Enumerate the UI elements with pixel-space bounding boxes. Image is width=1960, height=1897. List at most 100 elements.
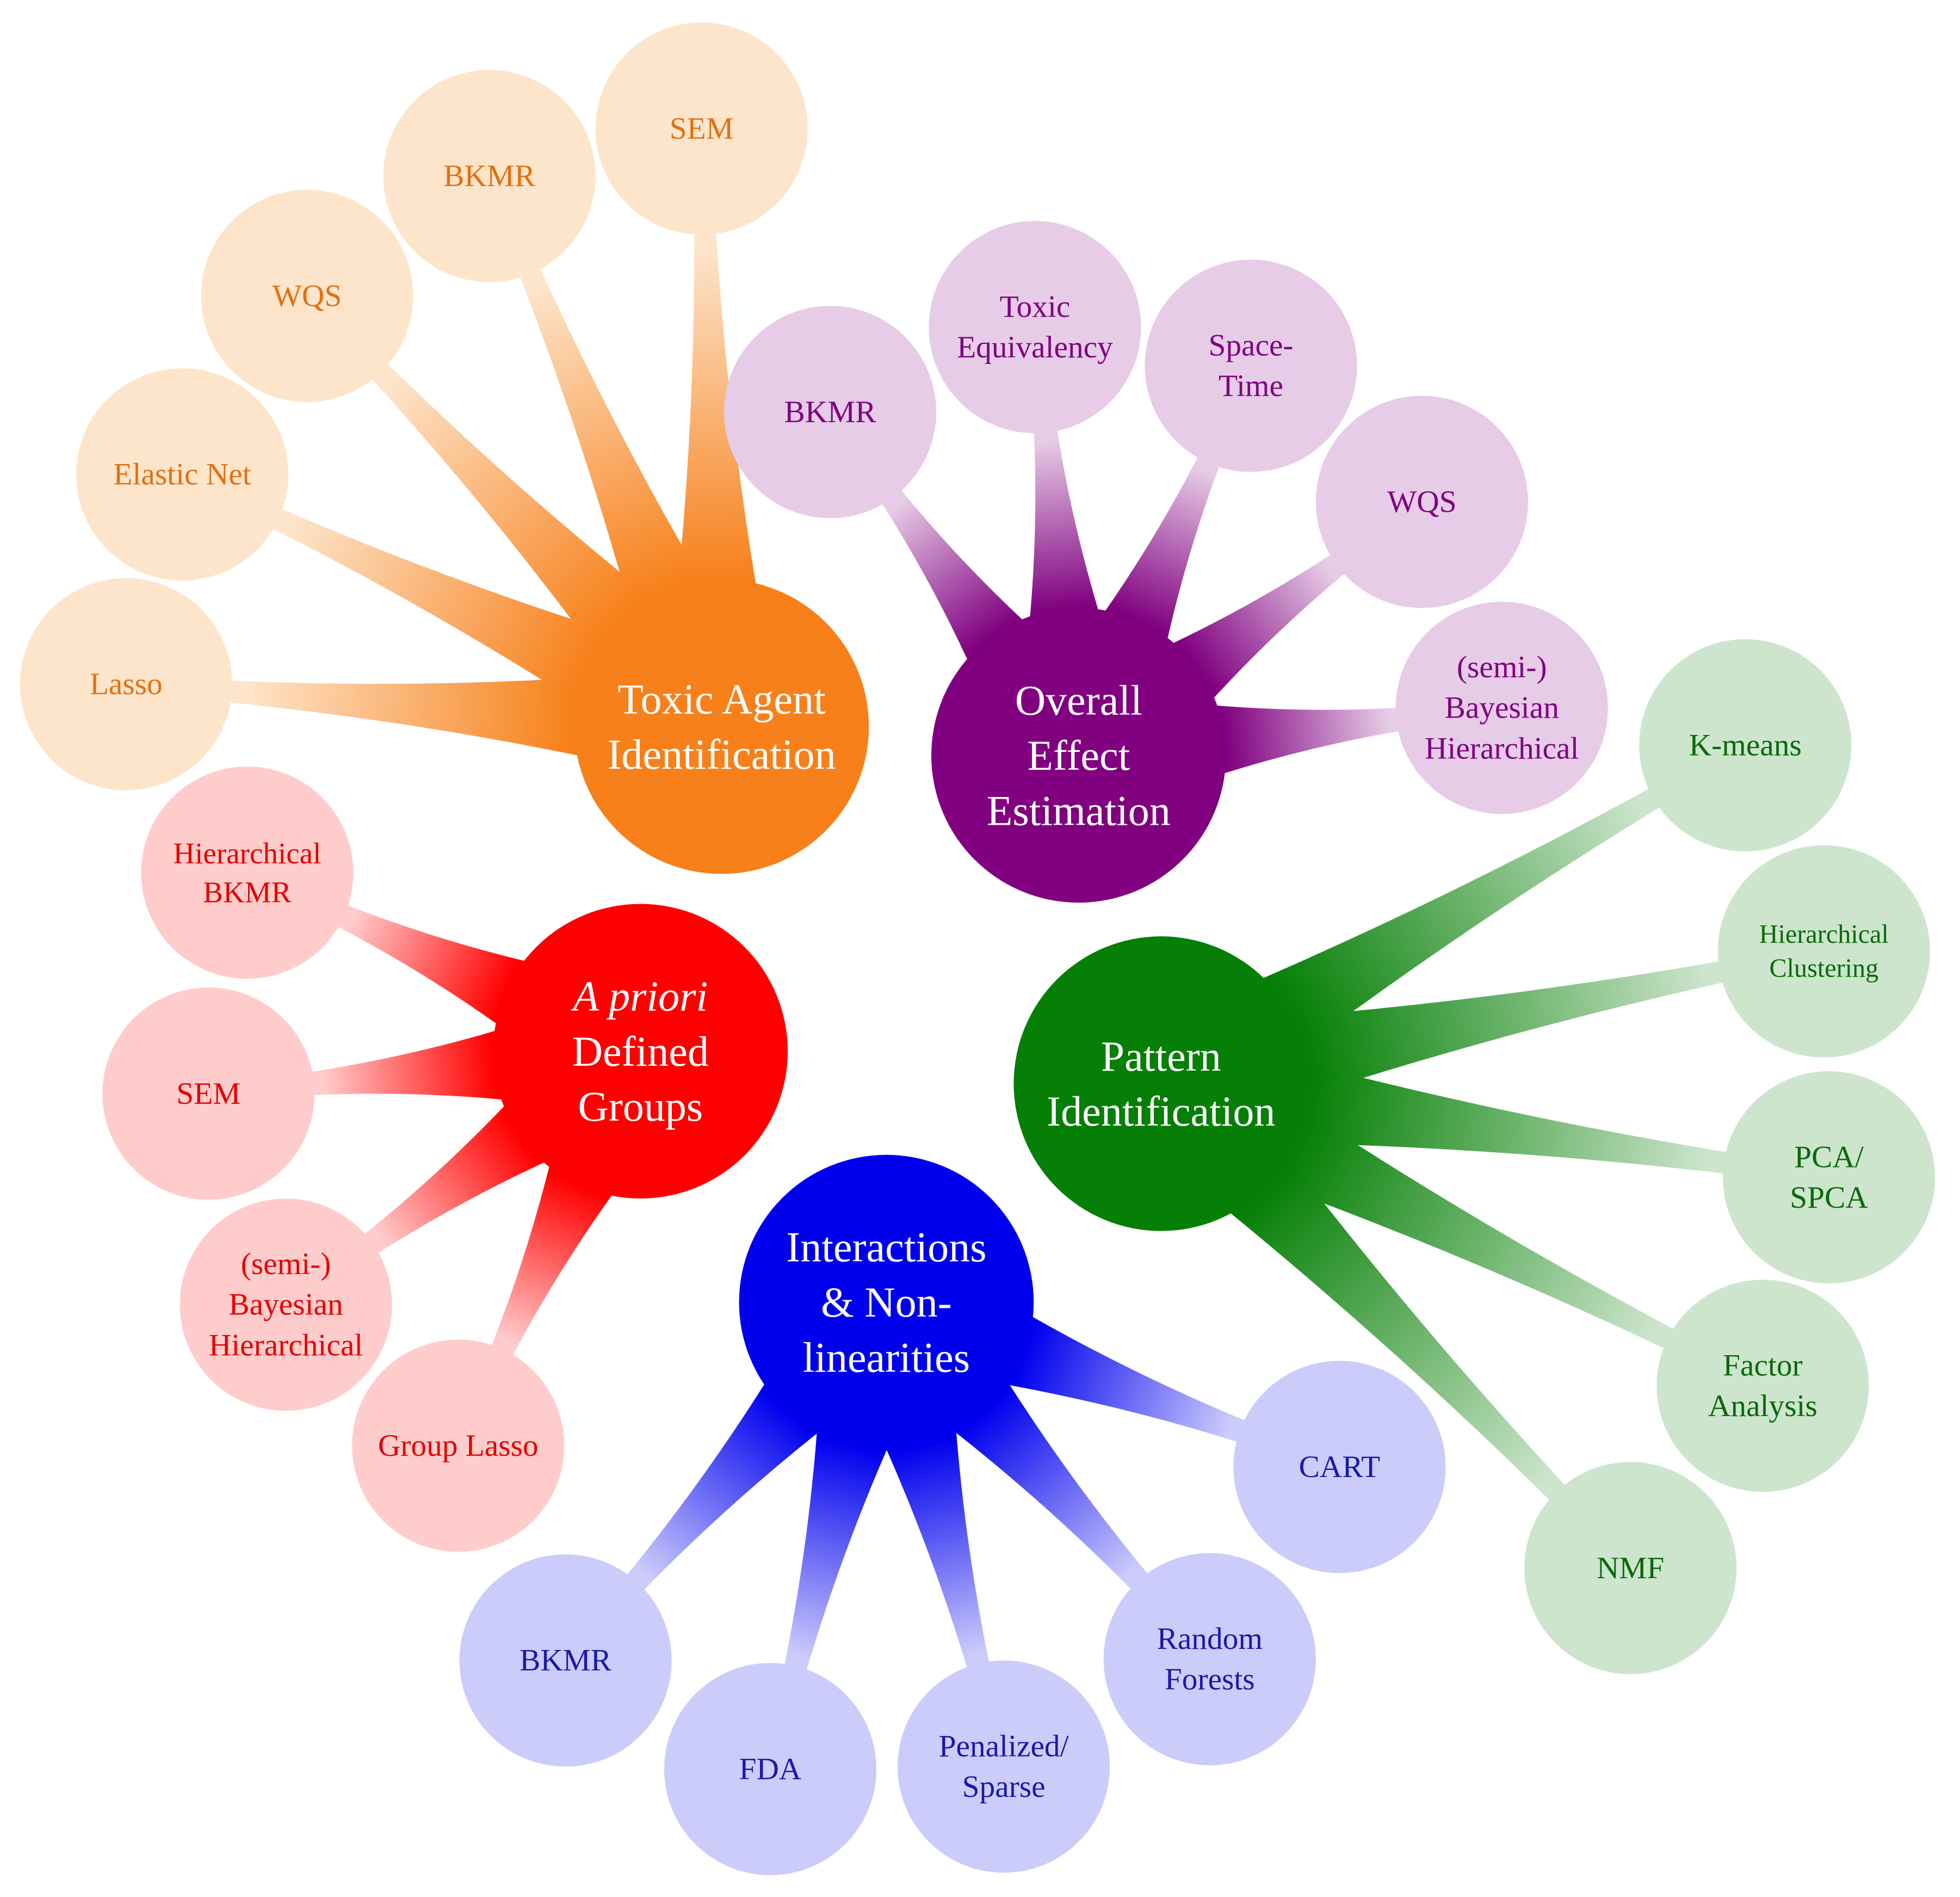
child-node-interactions-3[interactable]: FDA [664,1663,877,1875]
main-node-label: Groups [578,1083,703,1130]
child-node-label: Hierarchical [1759,920,1889,949]
child-node-label: BKMR [203,875,291,909]
child-node-toxic-1[interactable]: Elastic Net [76,368,289,581]
child-node-interactions-4[interactable]: BKMR [459,1554,672,1767]
connector-pattern-3 [1212,1077,1711,1367]
child-node-label: Toxic [1000,289,1071,324]
connectors-layer [189,191,1767,1710]
main-node-label: Interactions [786,1224,986,1271]
connector-toxic-0 [189,673,645,769]
child-node-interactions-2[interactable]: Penalized/Sparse [898,1660,1110,1873]
child-node-circle [20,578,232,790]
child-node-label: Hierarchical [173,837,321,870]
child-node-label: BKMR [784,395,877,429]
connector-pattern-0 [1207,768,1696,1084]
child-node-pattern-2[interactable]: PCA/SPCA [1722,1071,1936,1284]
child-node-label: Bayesian [228,1288,343,1322]
connector-overall-1 [1023,389,1118,680]
main-node-label: & Non- [821,1278,952,1326]
main-node-label: Estimation [987,787,1171,834]
child-node-label: Random [1157,1622,1263,1656]
main-node-interactions[interactable]: Interactions & Non-linearities [739,1154,1034,1450]
child-node-circle [141,767,354,979]
child-node-circle [201,189,413,402]
child-node-overall-2[interactable]: Space- Time [1145,259,1357,472]
child-node-label: SPCA [1790,1181,1868,1215]
child-node-circle [1722,1071,1936,1284]
child-node-label: PCA/ [1794,1140,1864,1174]
child-node-label: Space- [1208,329,1293,363]
child-node-circle [1639,639,1852,852]
child-node-label: Hierarchical [1425,731,1579,765]
child-node-circle [1524,1462,1737,1674]
connector-interactions-2 [860,1369,998,1708]
child-node-circle [1103,1553,1316,1765]
main-node-label: Pattern [1101,1033,1221,1080]
child-node-circle [595,22,808,235]
child-node-pattern-0[interactable]: K-means [1639,639,1852,852]
child-node-circle [929,221,1141,434]
child-node-pattern-4[interactable]: NMF [1524,1462,1737,1674]
child-node-label: SEM [670,112,734,146]
connector-apriori-1 [270,1012,565,1107]
child-node-circle [1315,396,1528,608]
main-nodes-layer: Toxic AgentIdentificationOverallEffectEs… [493,579,1309,1450]
child-node-label: Forests [1165,1663,1255,1697]
connector-toxic-3 [505,231,734,671]
child-node-toxic-0[interactable]: Lasso [20,578,232,790]
child-node-circle [1145,259,1357,472]
child-node-toxic-4[interactable]: SEM [595,22,808,235]
child-node-circle [724,306,937,518]
connector-pattern-2 [1234,1048,1767,1179]
child-node-circle [1656,1280,1869,1492]
child-node-label: (semi-) [1457,650,1547,684]
main-node-label: Toxic Agent [617,675,826,722]
child-node-interactions-0[interactable]: CART [1233,1361,1446,1573]
child-node-toxic-3[interactable]: BKMR [383,70,596,282]
main-node-label: linearities [803,1334,970,1381]
child-node-label: Clustering [1769,954,1878,983]
child-node-label: (semi-) [241,1247,331,1281]
child-node-label: NMF [1597,1551,1664,1585]
child-node-overall-3[interactable]: WQS [1315,396,1528,608]
connector-pattern-4 [1183,1109,1593,1530]
child-node-label: FDA [739,1752,802,1786]
connector-overall-4 [1154,699,1440,794]
child-node-label: Time [1219,369,1283,403]
child-node-apriori-3[interactable]: Group Lasso [352,1339,565,1552]
main-node-label: Defined [572,1028,709,1075]
child-node-circle [180,1198,392,1411]
child-node-circle [898,1660,1110,1873]
connector-pattern-1 [1231,954,1764,1115]
main-node-label: Effect [1027,732,1130,779]
child-node-label: CART [1299,1450,1381,1484]
child-node-toxic-2[interactable]: WQS [201,189,413,402]
main-node-label: Identification [1047,1087,1275,1135]
connector-interactions-3 [776,1369,913,1710]
child-node-circle [383,70,596,282]
child-node-label: Penalized/ [939,1729,1069,1763]
child-node-label: Group Lasso [378,1429,539,1463]
main-node-label: Overall [1015,676,1142,724]
main-node-circle [739,1154,1034,1450]
child-node-label: K-means [1689,728,1802,763]
child-node-label: Analysis [1708,1389,1817,1423]
child-node-label: Sparse [962,1770,1046,1804]
child-node-overall-0[interactable]: BKMR [724,306,937,518]
child-node-label: Factor [1723,1349,1803,1383]
child-node-circle [1233,1361,1446,1573]
child-node-apriori-1[interactable]: SEM [102,987,315,1200]
